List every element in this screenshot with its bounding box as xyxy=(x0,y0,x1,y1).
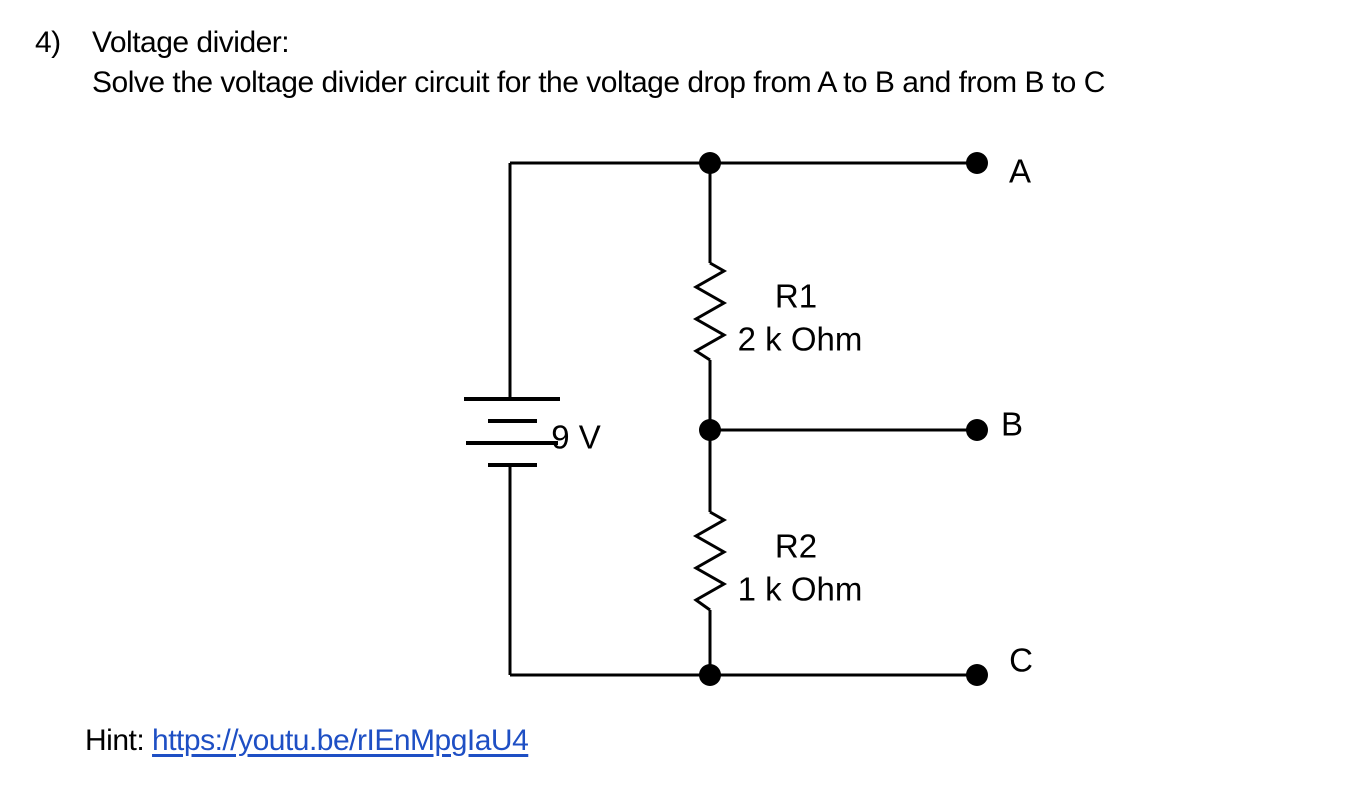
battery-voltage-label: 9 V xyxy=(551,418,601,456)
resistor-r2-name-label: R2 xyxy=(774,527,818,565)
resistor-r1-zigzag-icon xyxy=(692,261,728,362)
node-dot-bottom-junction xyxy=(699,664,721,686)
hint-link[interactable]: https://youtu.be/rIEnMpgIaU4 xyxy=(152,724,529,757)
terminal-a-label: A xyxy=(1008,152,1032,190)
hint-line: Hint: https://youtu.be/rIEnMpgIaU4 xyxy=(85,722,529,760)
problem-number: 4) xyxy=(35,26,61,59)
node-dot-terminal-b xyxy=(966,419,988,441)
hint-label: Hint: xyxy=(85,724,145,757)
terminal-c-label: C xyxy=(1009,641,1033,679)
resistor-r2-value-label: 1 k Ohm xyxy=(737,570,863,608)
connection-nodes xyxy=(699,152,988,686)
node-dot-terminal-a xyxy=(966,152,988,174)
node-dot-middle-junction xyxy=(699,419,721,441)
node-dot-terminal-c xyxy=(966,664,988,686)
resistor-r1-name-label: R1 xyxy=(774,277,818,315)
terminal-b-label: B xyxy=(1000,405,1024,443)
problem-prompt: Solve the voltage divider circuit for th… xyxy=(92,66,1105,99)
resistor-r2-zigzag-icon xyxy=(692,510,728,612)
node-dot-top-junction xyxy=(699,152,721,174)
problem-title: Voltage divider: xyxy=(92,26,290,59)
resistor-r1-value-label: 2 k Ohm xyxy=(737,320,863,358)
battery-icon xyxy=(464,397,560,467)
circuit-wires xyxy=(508,161,977,677)
